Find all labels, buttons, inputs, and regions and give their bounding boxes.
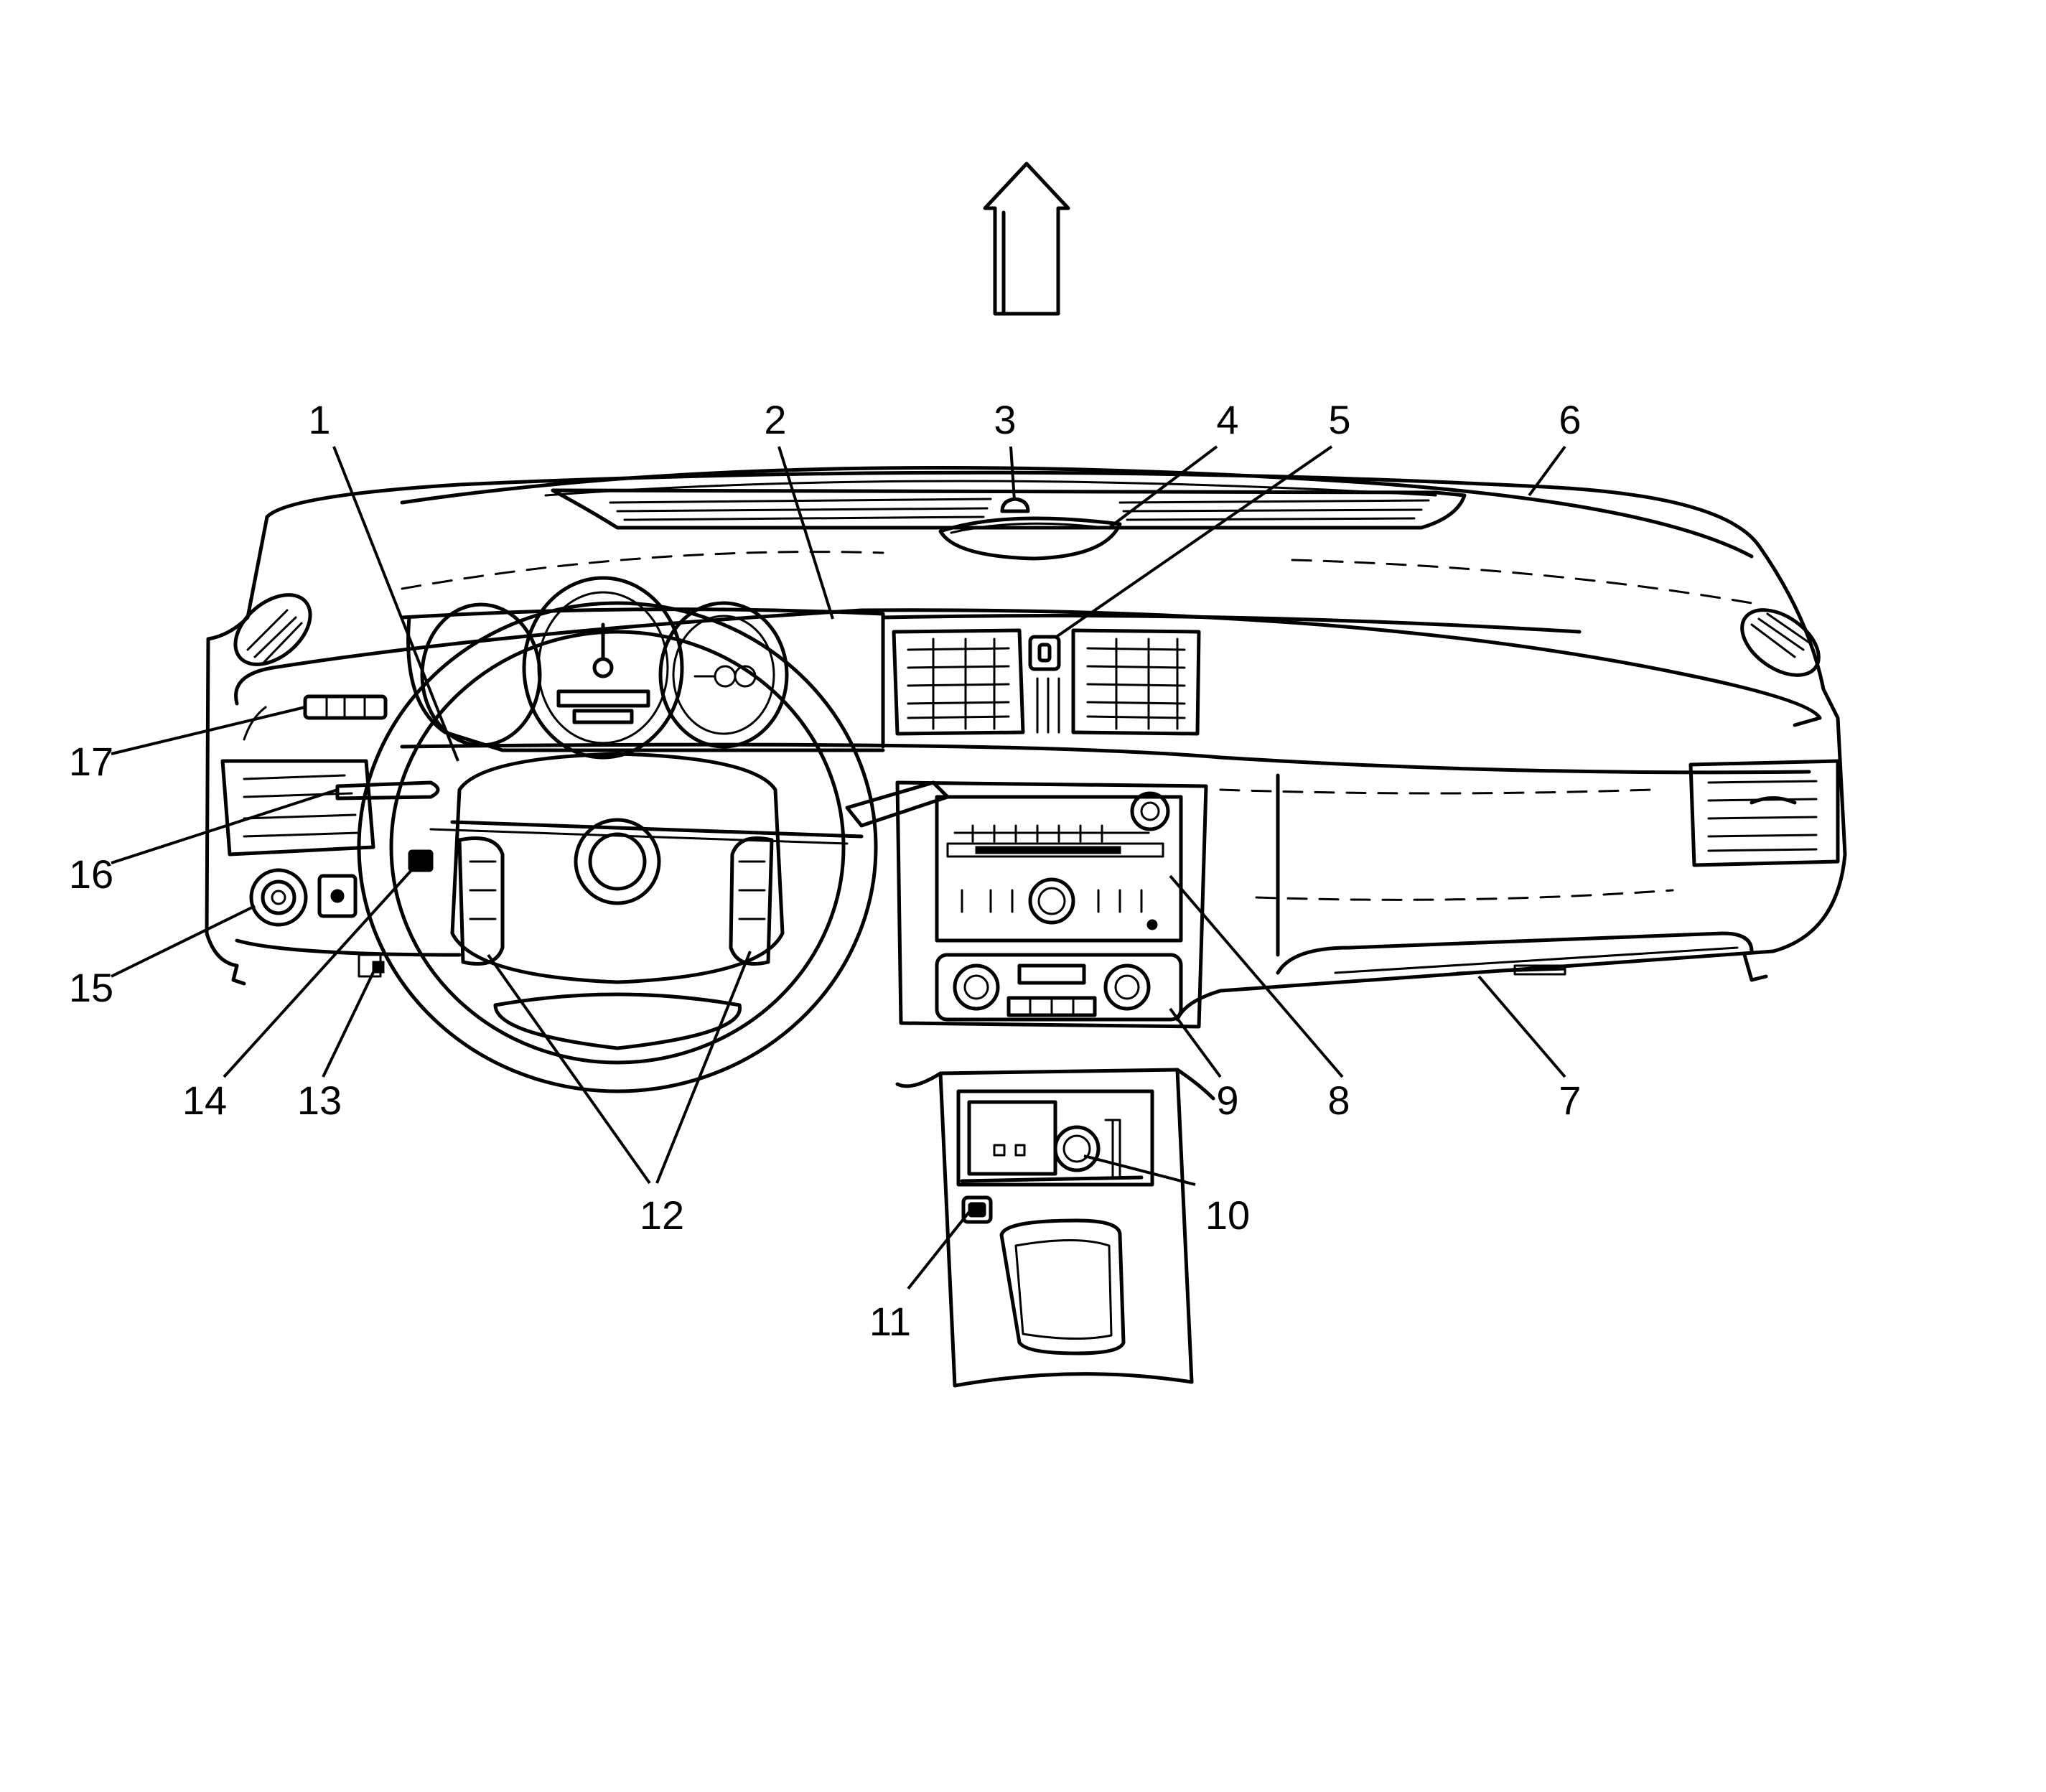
radio [895, 780, 1208, 1029]
right-instrument-panel-vent [1688, 759, 1840, 867]
leader-7 [1477, 975, 1566, 1078]
callout-9: 9 [1216, 1078, 1238, 1123]
callout-3: 3 [994, 397, 1016, 442]
leader-15 [111, 905, 256, 978]
cruise-control-switch [408, 849, 434, 872]
driver-information-switch [303, 694, 388, 720]
leader-4 [1108, 445, 1218, 529]
hvac-control-module [935, 953, 1183, 1022]
leader-12b [655, 951, 752, 1184]
leader-1 [332, 446, 459, 762]
defroster-grille [551, 488, 1467, 530]
callout-12: 12 [640, 1193, 684, 1238]
callout-6: 6 [1559, 397, 1581, 442]
callout-1: 1 [308, 397, 330, 442]
leader-16 [111, 788, 338, 864]
left-instrument-panel-vent [220, 759, 375, 857]
leader-6 [1528, 445, 1566, 497]
instrument-panel-dimmer-control [317, 874, 358, 918]
callout-7: 7 [1559, 1078, 1581, 1123]
callout-14: 14 [182, 1078, 227, 1123]
right-side-defog-vent [1740, 608, 1821, 677]
callout-15: 15 [69, 965, 113, 1010]
center-console [895, 1068, 1215, 1388]
callout-8: 8 [1327, 1078, 1350, 1123]
right-steering-wheel-controls [729, 836, 774, 966]
callout-4: 4 [1216, 397, 1238, 442]
leader-8 [1169, 874, 1344, 1078]
left-side-defog-vent [233, 593, 312, 666]
headlamp-switch [249, 868, 308, 927]
leader-14 [223, 867, 414, 1078]
steering-wheel [357, 601, 878, 1093]
instrument-cluster [406, 576, 885, 760]
callout-17: 17 [69, 739, 113, 784]
left-steering-wheel-controls [457, 836, 505, 966]
leader-17 [111, 706, 306, 755]
leader-3 [1009, 446, 1016, 501]
callout-13: 13 [297, 1078, 342, 1123]
sun-load-sensor [1000, 497, 1030, 513]
steering-wheel-air-bag-module [450, 752, 785, 1050]
hazard-warning-switch [1028, 635, 1061, 734]
leader-12a [487, 953, 651, 1185]
leader-2 [777, 446, 834, 620]
leader-10 [1083, 1154, 1196, 1186]
callout-16: 16 [69, 851, 113, 897]
leader-5 [1054, 445, 1333, 639]
turn-signal-lever [335, 780, 440, 801]
leader-9 [1169, 1007, 1222, 1078]
leader-13 [322, 967, 377, 1078]
callout-2: 2 [764, 397, 786, 442]
instrument-panel-compartment [1456, 964, 1566, 976]
left-center-vent [892, 628, 1025, 736]
right-center-vent [1071, 628, 1201, 736]
callout-10: 10 [1205, 1193, 1250, 1238]
callout-labels: 1 2 3 4 5 6 7 8 9 10 11 12 13 14 15 16 1… [69, 397, 1582, 1344]
callout-5: 5 [1328, 397, 1350, 442]
callout-11: 11 [869, 1299, 911, 1344]
leader-lines [111, 445, 1566, 1290]
center-speaker-grille [938, 516, 1122, 561]
left-lower-trim [235, 938, 462, 978]
instrument-panel-body [205, 466, 1847, 1022]
up-arrow-icon [983, 162, 1070, 316]
leader-11 [907, 1210, 971, 1290]
